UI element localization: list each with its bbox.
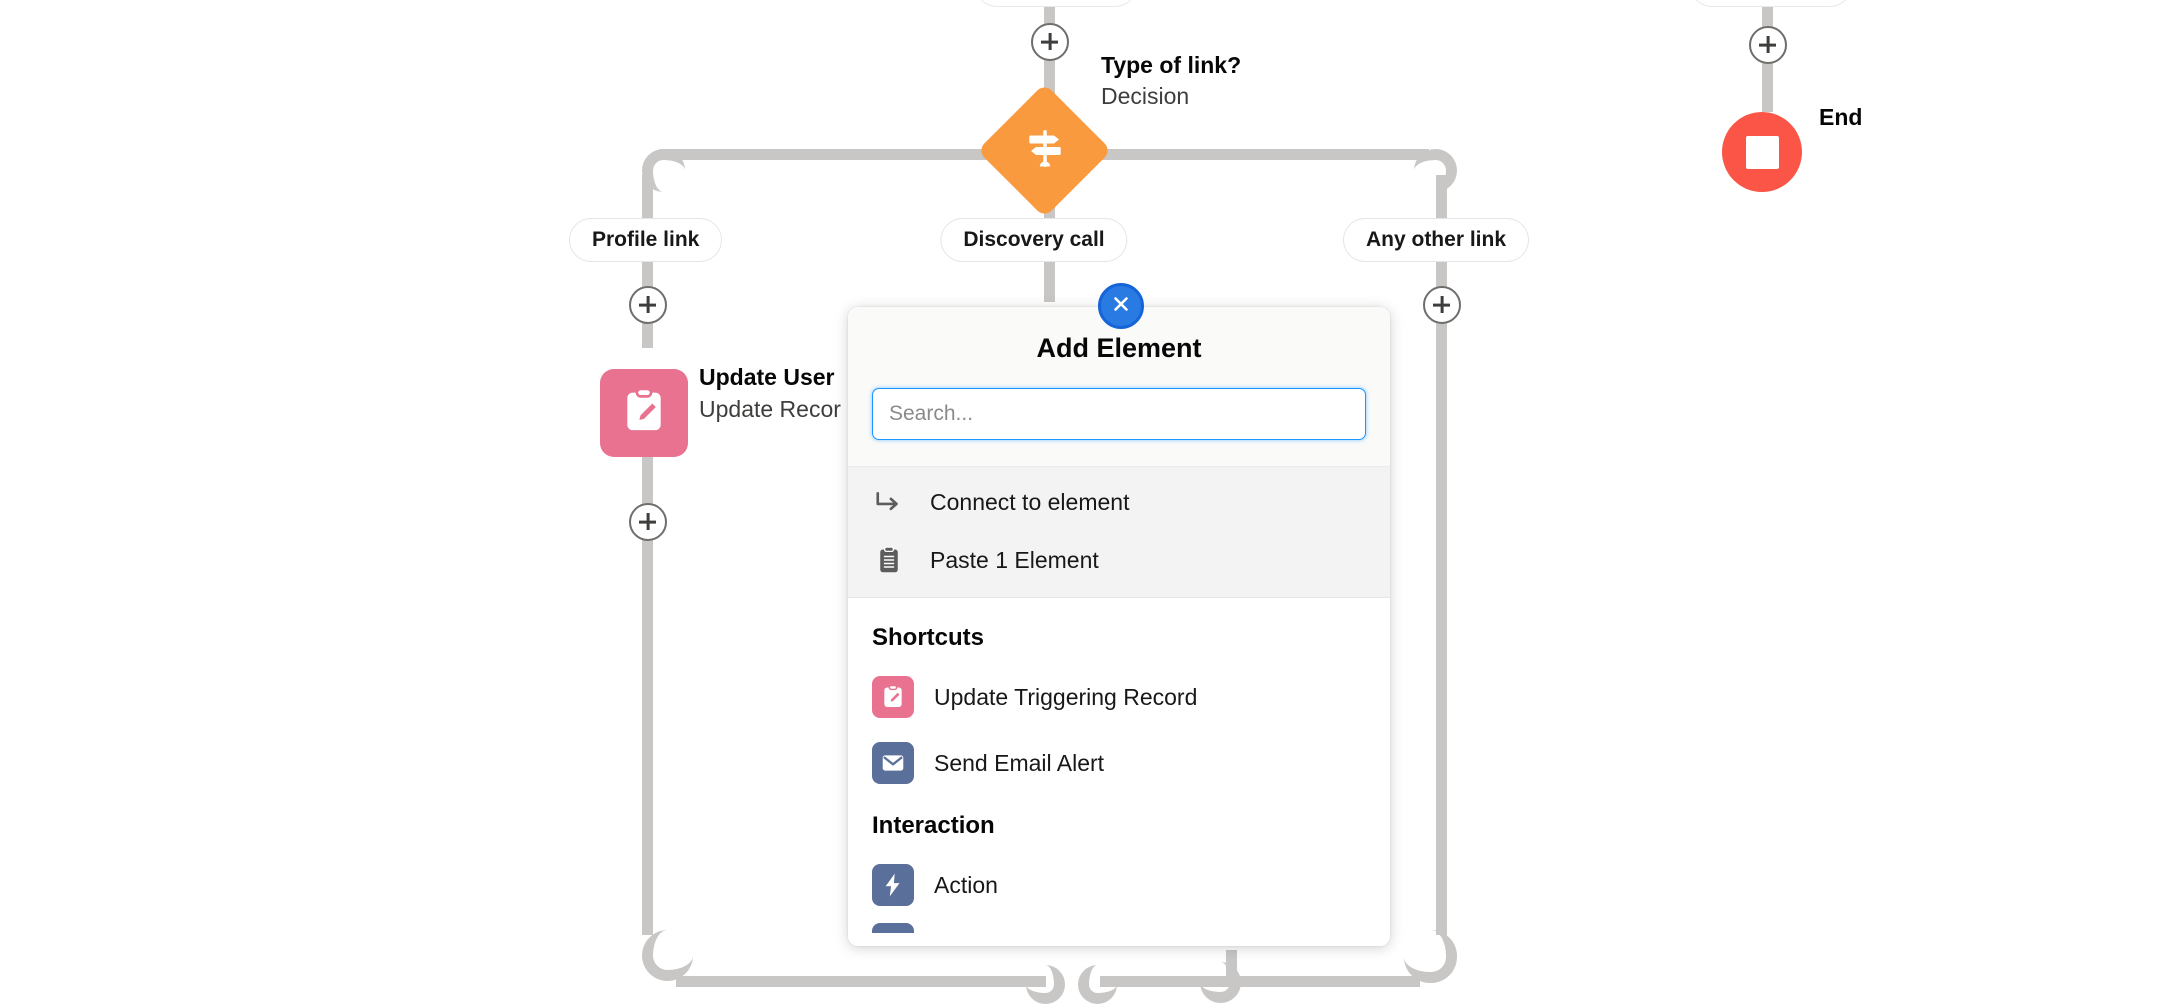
element-item-clipped[interactable] bbox=[848, 918, 1390, 938]
update-user-node[interactable] bbox=[600, 369, 688, 457]
add-element-panel-header: Add Element bbox=[848, 307, 1390, 467]
add-element-panel[interactable]: Add Element Connect to element bbox=[848, 307, 1390, 946]
connector-mid-seg1 bbox=[1044, 262, 1055, 302]
lightning-bolt-icon bbox=[872, 864, 914, 906]
branch-label: Discovery call bbox=[963, 228, 1105, 251]
search-input[interactable] bbox=[872, 388, 1366, 440]
connector-merge-corner-b bbox=[1078, 965, 1117, 1004]
branch-pill-partial-top-center[interactable] bbox=[975, 0, 1137, 7]
element-item-label: Send Email Alert bbox=[934, 749, 1105, 776]
update-user-node-title: Update User bbox=[699, 364, 835, 390]
quick-action-connect-to-element[interactable]: Connect to element bbox=[848, 473, 1390, 531]
branch-pill-any-other-link[interactable]: Any other link bbox=[1342, 218, 1530, 262]
connector-corner-right bbox=[1414, 149, 1457, 192]
quick-action-paste-element[interactable]: Paste 1 Element bbox=[848, 531, 1390, 589]
connector-corner-bottom-right bbox=[1404, 930, 1457, 983]
quick-action-label: Paste 1 Element bbox=[930, 546, 1099, 573]
add-element-button-below-update-user[interactable] bbox=[629, 503, 667, 541]
connector-bottom-bus-left bbox=[676, 976, 1046, 987]
add-element-button-end[interactable] bbox=[1749, 26, 1787, 64]
clipped-element-icon bbox=[872, 923, 914, 933]
element-item-update-triggering-record[interactable]: Update Triggering Record bbox=[848, 664, 1390, 730]
stop-square-icon bbox=[1745, 135, 1779, 169]
decision-diamond[interactable] bbox=[977, 83, 1112, 218]
connector-merge-corner-a bbox=[1026, 965, 1065, 1004]
add-element-panel-title: Add Element bbox=[1036, 333, 1202, 363]
decision-node-title: Type of link? bbox=[1101, 52, 1242, 78]
connector-branch-left-down bbox=[642, 175, 653, 220]
branch-label: Any other link bbox=[1365, 228, 1507, 251]
add-element-button-top-center[interactable] bbox=[1031, 23, 1069, 61]
element-item-label: Update Triggering Record bbox=[934, 683, 1198, 710]
connector-right-seg2 bbox=[1436, 300, 1447, 935]
quick-actions-group: Connect to element Paste 1 Element bbox=[848, 467, 1390, 598]
envelope-icon bbox=[872, 742, 914, 784]
decision-node-subtitle: Decision bbox=[1101, 83, 1190, 109]
element-item-action[interactable]: Action bbox=[848, 852, 1390, 918]
connector-bus-right bbox=[1049, 149, 1429, 160]
decision-node[interactable] bbox=[977, 83, 1112, 218]
add-element-button-any-other-link[interactable] bbox=[1423, 286, 1461, 324]
connect-arrow-icon bbox=[872, 485, 906, 519]
section-heading-shortcuts: Shortcuts bbox=[872, 624, 985, 651]
connector-to-decision bbox=[1044, 40, 1055, 108]
branch-label: Profile link bbox=[592, 228, 700, 251]
element-list[interactable]: Shortcuts Update Triggering Record bbox=[848, 598, 1390, 946]
end-node-label: End bbox=[1819, 104, 1863, 130]
branch-pill-discovery-call[interactable]: Discovery call bbox=[940, 218, 1128, 262]
connector-bus-left bbox=[660, 149, 1050, 160]
close-add-element-panel-button[interactable] bbox=[1098, 283, 1144, 329]
update-record-icon bbox=[619, 386, 669, 441]
connector-corner-bottom-left bbox=[642, 930, 693, 981]
connector-merge-corner-c bbox=[1200, 962, 1241, 1003]
section-heading-interaction: Interaction bbox=[872, 812, 995, 839]
connector-left-seg3 bbox=[642, 455, 653, 530]
quick-action-label: Connect to element bbox=[930, 488, 1130, 515]
close-icon bbox=[1110, 293, 1132, 320]
end-node[interactable] bbox=[1722, 112, 1802, 192]
connector-left-seg4 bbox=[642, 500, 653, 935]
connector-branch-right-down bbox=[1436, 175, 1447, 220]
update-record-icon bbox=[872, 676, 914, 718]
connector-bottom-bus-right bbox=[1100, 976, 1420, 987]
clipboard-paste-icon bbox=[872, 543, 906, 577]
branch-pill-profile-link[interactable]: Profile link bbox=[569, 218, 723, 262]
element-item-send-email-alert[interactable]: Send Email Alert bbox=[848, 730, 1390, 796]
add-element-button-profile-link[interactable] bbox=[629, 286, 667, 324]
connector-corner-left bbox=[642, 149, 685, 192]
element-item-label: Action bbox=[934, 871, 998, 898]
branch-pill-partial-top-right[interactable] bbox=[1690, 0, 1852, 7]
update-user-node-subtitle: Update Recor bbox=[699, 396, 841, 422]
